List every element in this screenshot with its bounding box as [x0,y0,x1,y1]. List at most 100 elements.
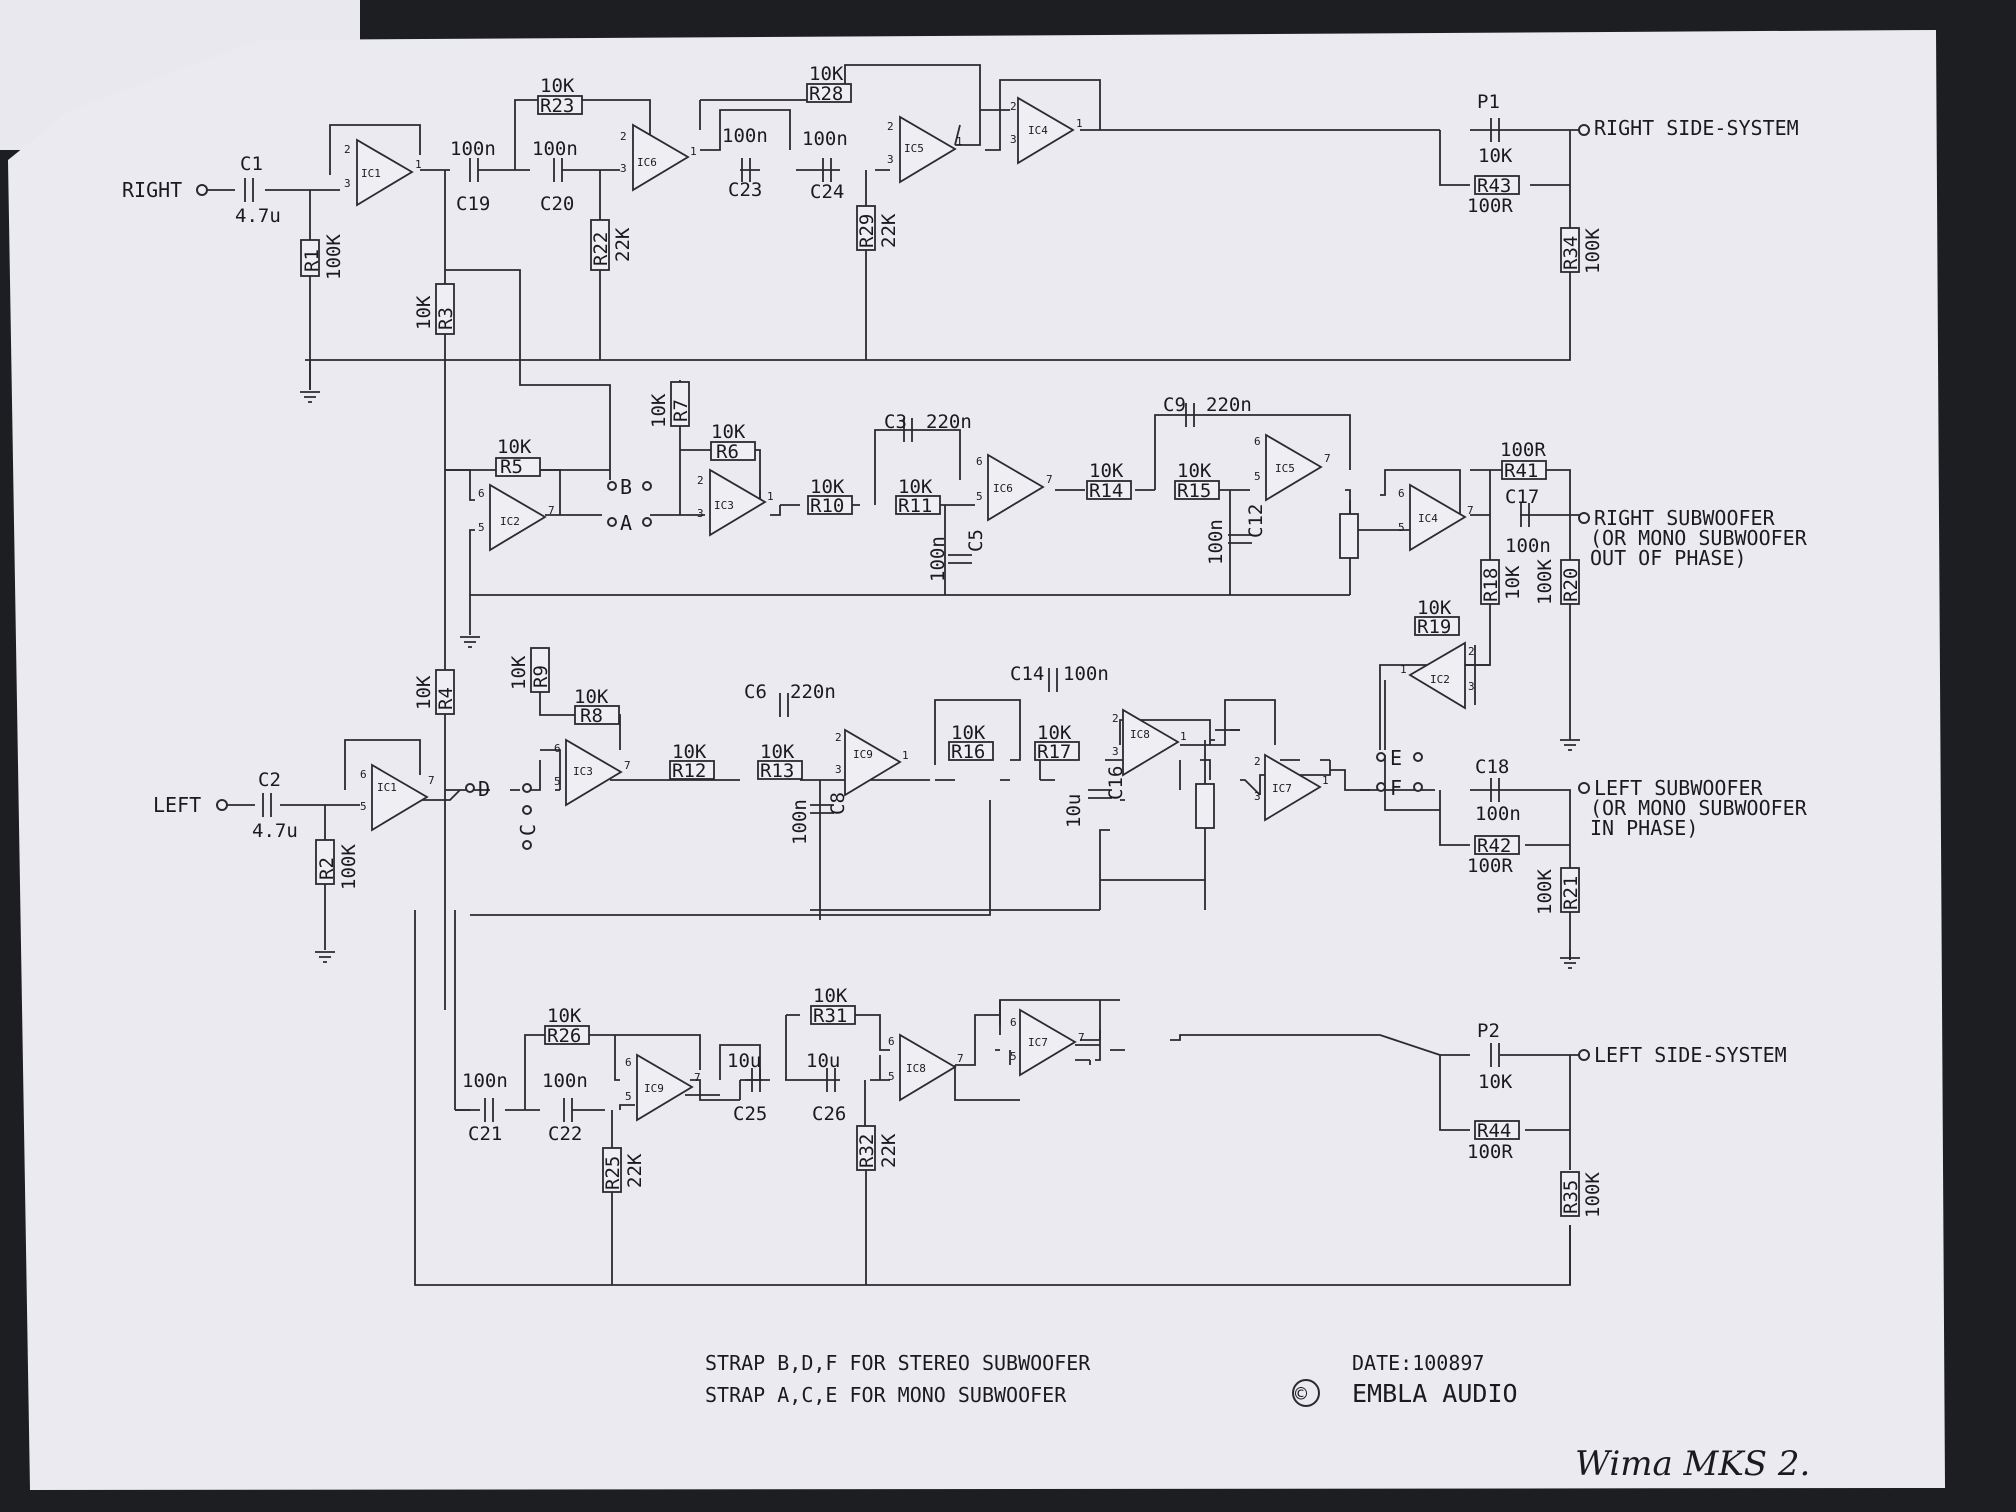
right-subwoofer-note: OUT OF PHASE) [1590,546,1747,570]
capacitor-symbol-c24 [826,1068,836,1092]
svg-text:3: 3 [344,177,351,190]
component-value: 100n [802,128,848,150]
svg-text:1: 1 [1076,117,1083,130]
component-value: 100K [1582,1172,1604,1218]
capacitor-symbol-c16 [1490,778,1500,802]
resistor-body-r6 [710,441,756,461]
component-ref: R12 [672,760,706,782]
resistor-body-r7 [670,381,690,427]
component-value: 10u [806,1050,840,1072]
resistor-body-r31 [810,1005,856,1025]
opamp-ic9b [844,728,902,797]
component-ref: R6 [716,441,739,463]
company-name: EMBLA AUDIO [1352,1379,1518,1408]
strap-label-b: B [620,475,632,499]
component-value: 22K [612,227,634,262]
capacitor-symbol-c3 [903,418,913,442]
svg-text:3: 3 [1254,790,1261,803]
component-ref: C20 [540,193,574,215]
component-ref: R11 [898,495,932,517]
component-ref: R29 [856,214,878,248]
strap-labels: B A D C E F [478,475,1402,836]
component-value: 220n [790,681,836,703]
resistor-body-r32 [856,1125,876,1171]
component-value: 10K [809,63,844,85]
left-subwoofer-note: (OR MONO SUBWOOFER [1590,796,1808,820]
component-value: 10K [951,722,986,744]
svg-text:5: 5 [625,1090,632,1103]
svg-text:2: 2 [1112,712,1119,725]
resistor-body-r8 [574,705,620,725]
component-value: 100K [1534,869,1556,915]
svg-text:2: 2 [344,143,351,156]
svg-text:1: 1 [767,490,774,503]
svg-text:7: 7 [1324,452,1331,465]
opamps [356,96,1467,1122]
date-label: DATE:100897 [1352,1351,1484,1375]
component-value: 100n [450,138,496,160]
svg-text:6: 6 [1010,1016,1017,1029]
strap-label-d: D [478,777,490,801]
component-ref: C9 [1163,394,1186,416]
terminal-right-in [196,184,208,196]
component-value: 10K [413,675,435,710]
svg-text:6: 6 [360,768,367,781]
opamp-ic6a [987,453,1045,522]
strap-pad [642,481,652,491]
right-input-label: RIGHT [122,178,182,202]
component-value: 100n [927,536,949,582]
terminal-left-sub-out [1578,782,1590,794]
svg-text:7: 7 [694,1071,701,1084]
opamp-label: IC1 [361,167,381,180]
left-input-label: LEFT [153,793,201,817]
capacitor-symbol-c6 [779,693,789,717]
svg-text:6: 6 [554,742,561,755]
component-ref: R25 [602,1156,624,1190]
capacitor-symbol-c22 [822,158,832,182]
component-value: 100R [1500,439,1546,461]
component-value: 10u [1063,794,1085,828]
capacitor-symbol-c20 [563,1098,573,1122]
component-ref: R35 [1560,1180,1582,1214]
component-value: 10K [1177,460,1212,482]
svg-text:7: 7 [624,759,631,772]
component-ref: R23 [540,95,574,117]
svg-text:1: 1 [415,158,422,171]
svg-text:6: 6 [888,1035,895,1048]
component-value: 100R [1467,855,1513,877]
resistor-body-r9 [530,647,550,693]
opamp-ic1b [371,763,429,832]
component-ref: C5 [965,529,987,552]
svg-text:3: 3 [620,162,627,175]
component-ref: C22 [548,1123,582,1145]
component-ref: R9 [530,665,552,688]
resistor-body-r10 [807,495,853,515]
resistor-body-r16 [948,741,994,761]
opamp-label: IC5 [1275,462,1295,475]
component-ref: P2 [1477,1020,1500,1042]
ground-symbols [300,391,1580,969]
resistors [300,83,1580,1217]
resistor-body-r19 [1414,616,1460,636]
resistor-body-r15 [1174,480,1220,500]
component-value: 220n [926,411,972,433]
ground-symbol [1560,957,1580,969]
svg-text:6: 6 [625,1056,632,1069]
svg-text:5: 5 [888,1070,895,1083]
component-value: 100K [1534,559,1556,605]
strap-pad [1413,782,1423,792]
component-ref: R3 [435,307,457,330]
component-ref: R5 [500,456,523,478]
opamp-label: IC4 [1418,512,1438,525]
svg-text:2: 2 [1010,100,1017,113]
pin-numbers: 231 231 231 231 657 231 657 657 657 231 … [344,100,1475,1103]
resistor-body-r43 [1474,175,1520,195]
strap-label-c: C [516,824,540,836]
terminals [196,124,1590,1061]
component-ref: R31 [813,1005,847,1027]
opamp-ic4b [1017,96,1075,165]
component-ref: P1 [1477,91,1500,113]
svg-text:5: 5 [360,800,367,813]
strap-pad [1376,782,1386,792]
